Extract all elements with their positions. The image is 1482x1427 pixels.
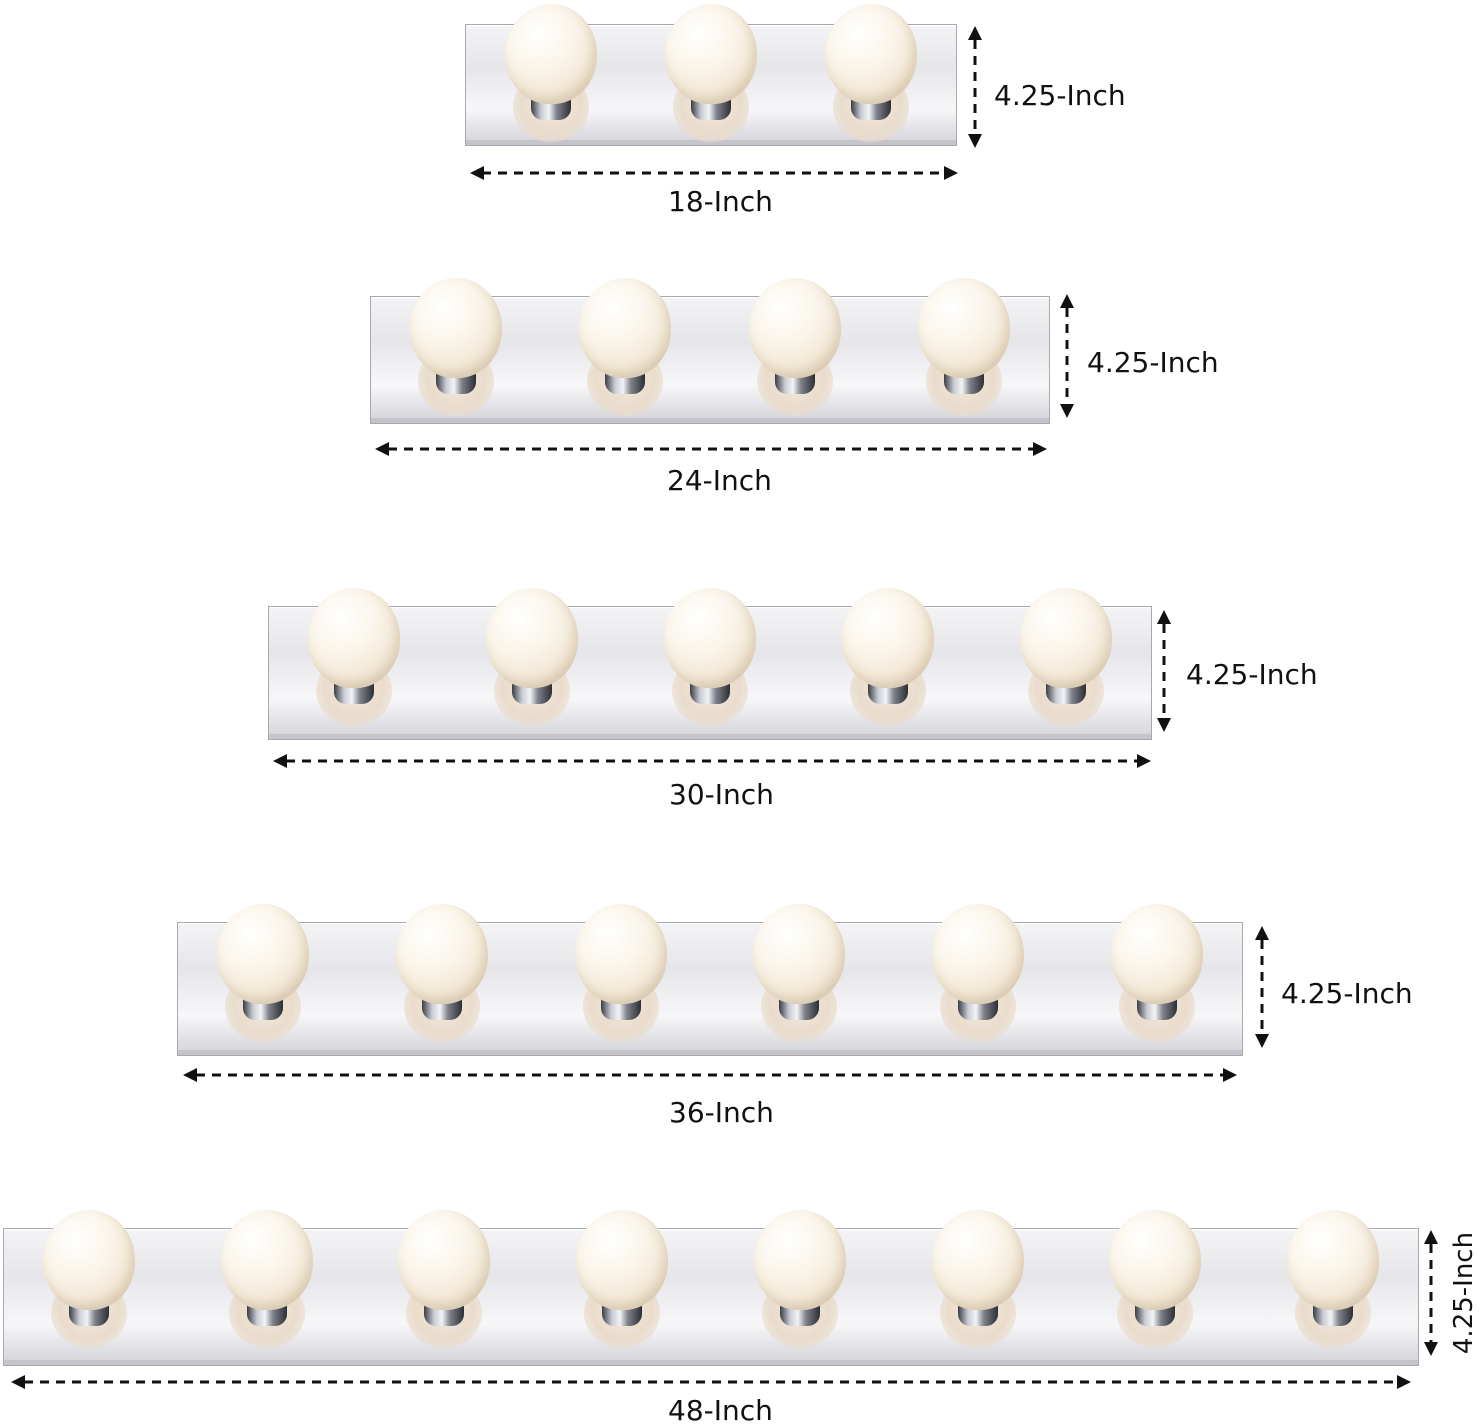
height-arrow (1157, 610, 1171, 732)
height-label: 4.25-Inch (1087, 346, 1219, 379)
height-arrow (1255, 926, 1269, 1048)
width-label: 30-Inch (669, 778, 774, 811)
width-label: 36-Inch (669, 1096, 774, 1129)
fixture-plate (3, 1228, 1419, 1366)
height-label: 4.25-Inch (1186, 658, 1318, 691)
height-arrow (968, 26, 982, 148)
width-arrow (470, 166, 958, 180)
height-label: 4.25-Inch (1449, 1231, 1479, 1355)
width-arrow (11, 1375, 1411, 1389)
height-arrow (1424, 1230, 1438, 1356)
width-arrow (375, 442, 1047, 456)
width-arrow (183, 1068, 1237, 1082)
fixture-plate (177, 922, 1243, 1056)
height-arrow (1060, 294, 1074, 418)
width-arrow (273, 754, 1151, 768)
fixture-plate (370, 296, 1050, 424)
width-label: 48-Inch (668, 1394, 773, 1427)
width-label: 24-Inch (667, 464, 772, 497)
height-label: 4.25-Inch (1281, 977, 1413, 1010)
width-label: 18-Inch (668, 185, 773, 218)
fixture-plate (268, 606, 1152, 740)
fixture-plate (465, 24, 957, 146)
height-label: 4.25-Inch (994, 79, 1126, 112)
